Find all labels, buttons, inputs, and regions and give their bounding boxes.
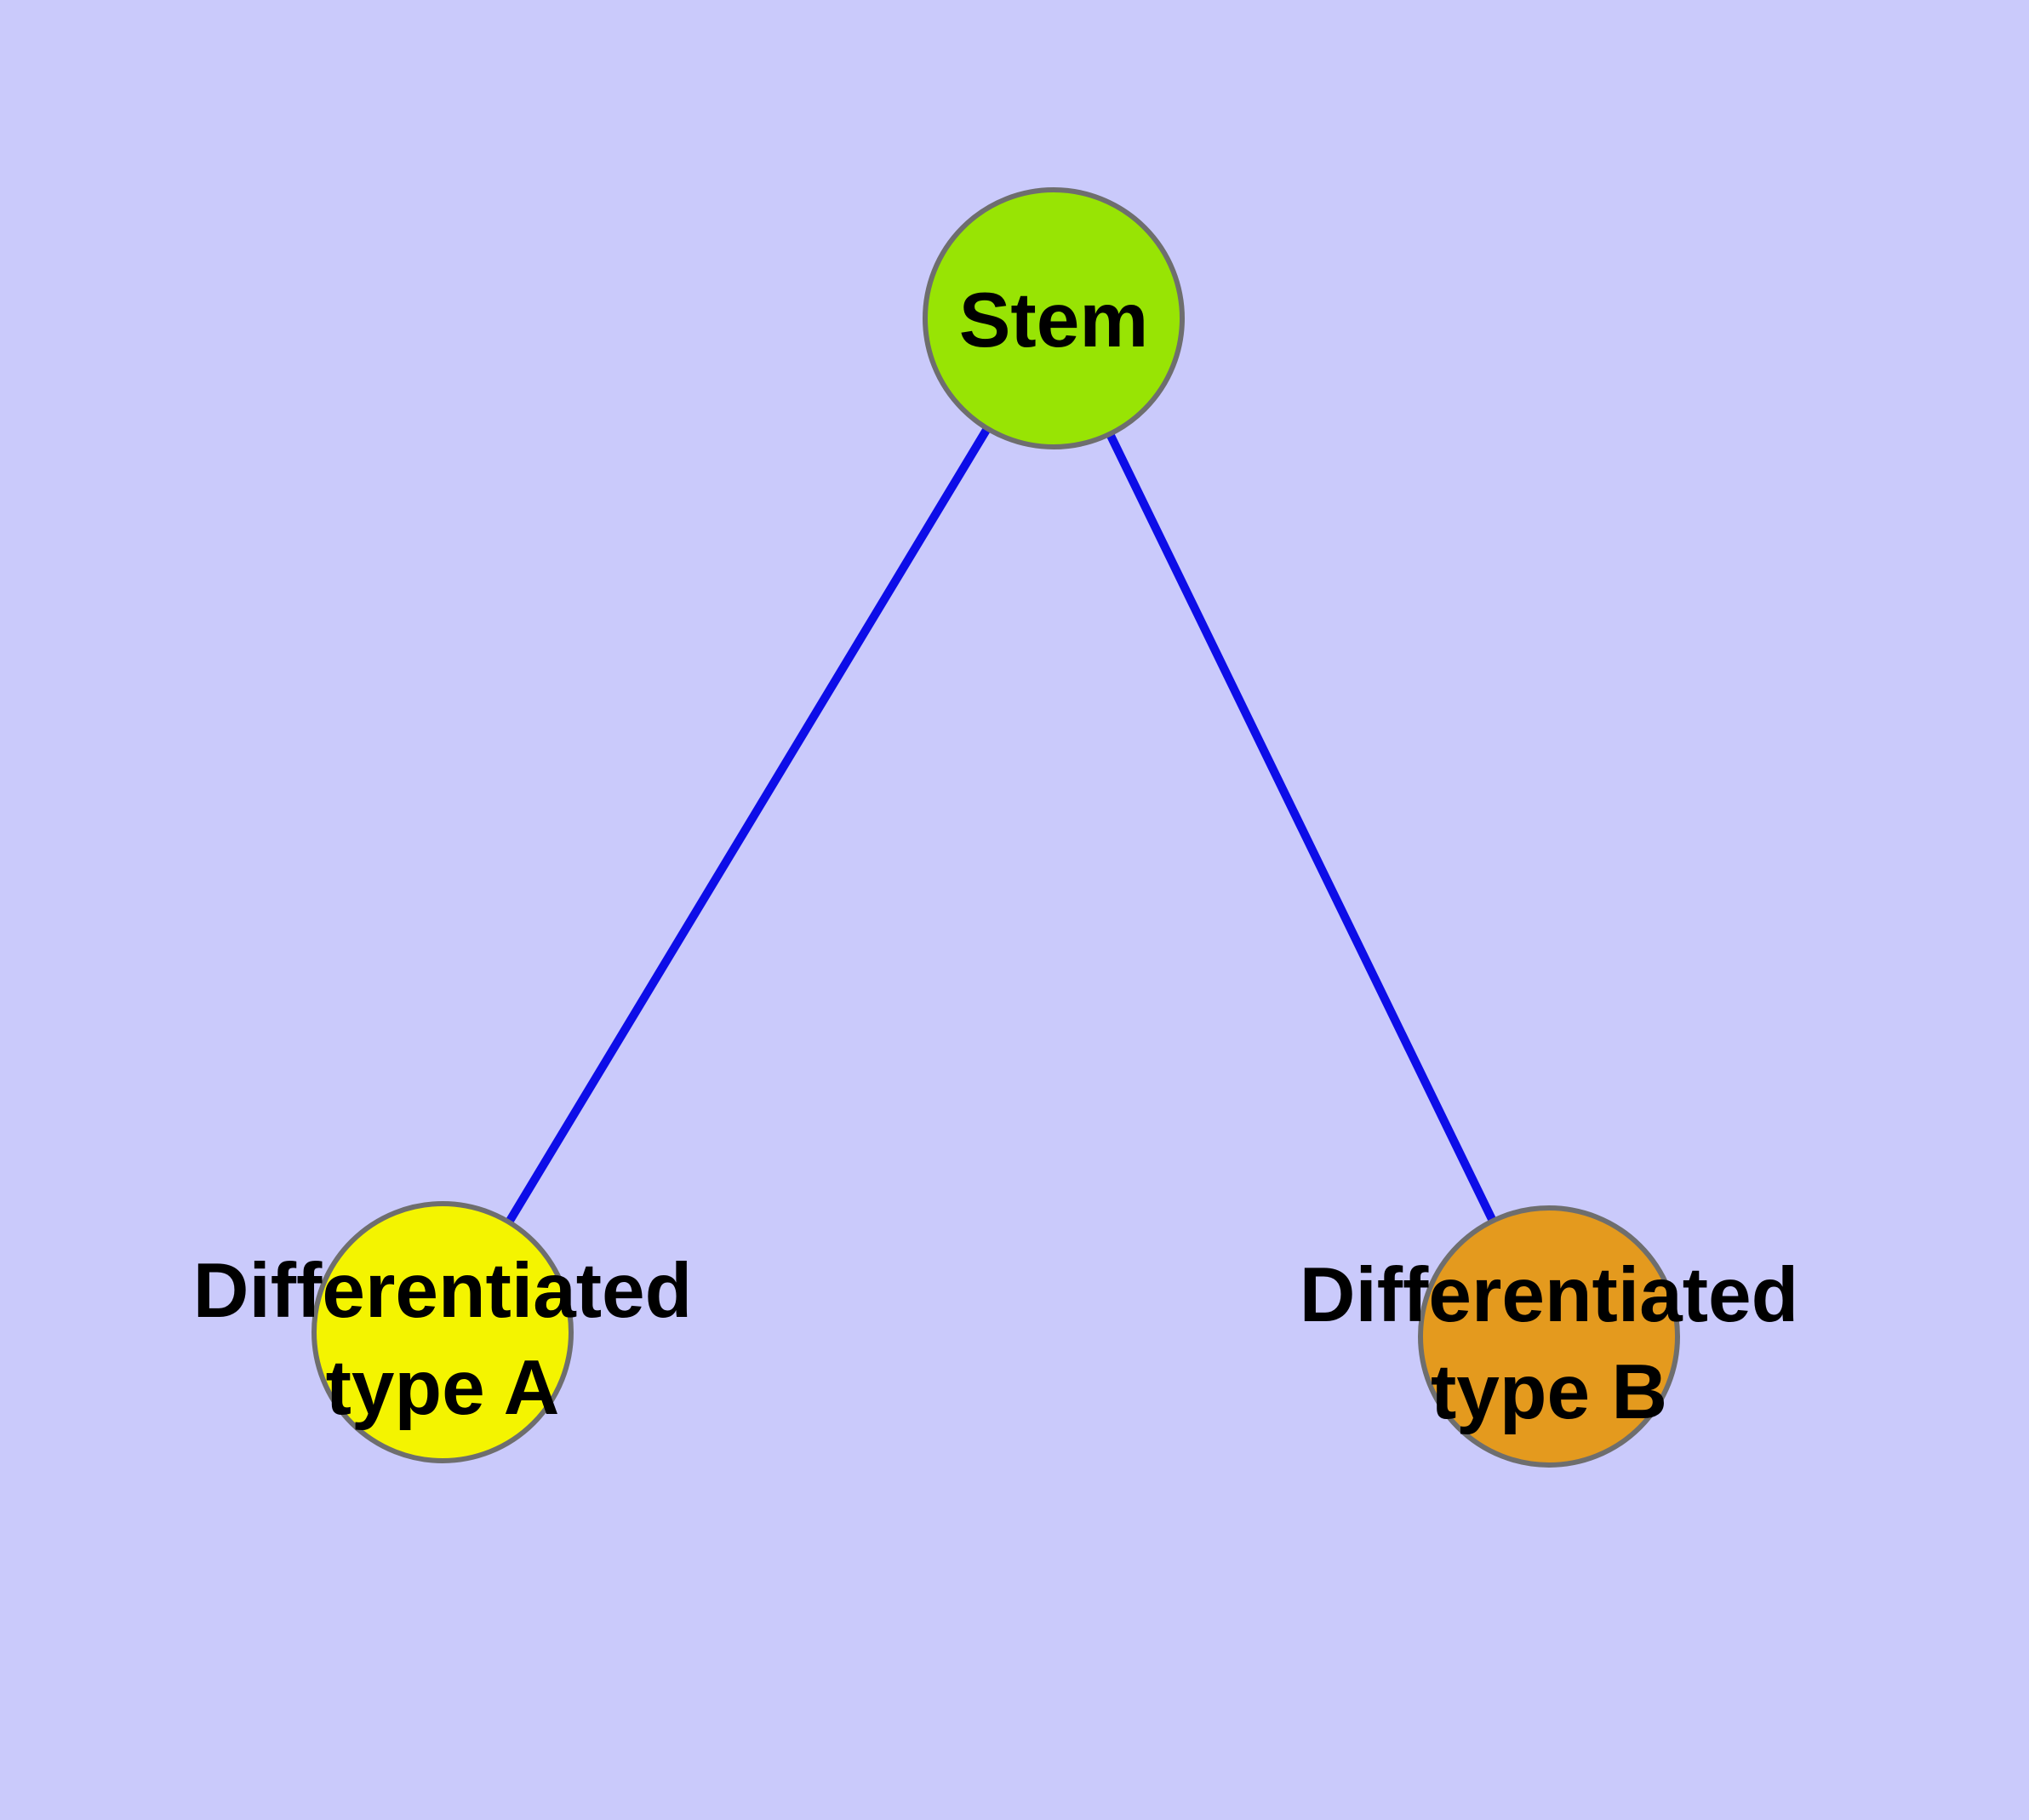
node-type-b-label-line2: type B [1431,1349,1667,1435]
node-differentiated-type-b: Differentiated type B [1300,1205,1799,1468]
node-type-a-label-line2: type A [326,1345,560,1431]
edge-stem-to-type-b [1049,314,1553,1341]
node-type-b-circle [1418,1205,1680,1468]
edge-stem-to-type-a [438,314,1058,1336]
node-type-b-label-line1: Differentiated [1300,1252,1799,1338]
node-stem-circle [923,187,1185,449]
node-type-a-label-line1: Differentiated [193,1248,693,1334]
node-differentiated-type-a: Differentiated type A [193,1201,693,1463]
node-stem: Stem [923,187,1185,449]
node-type-a-circle [311,1201,574,1463]
node-stem-label: Stem [959,278,1149,363]
